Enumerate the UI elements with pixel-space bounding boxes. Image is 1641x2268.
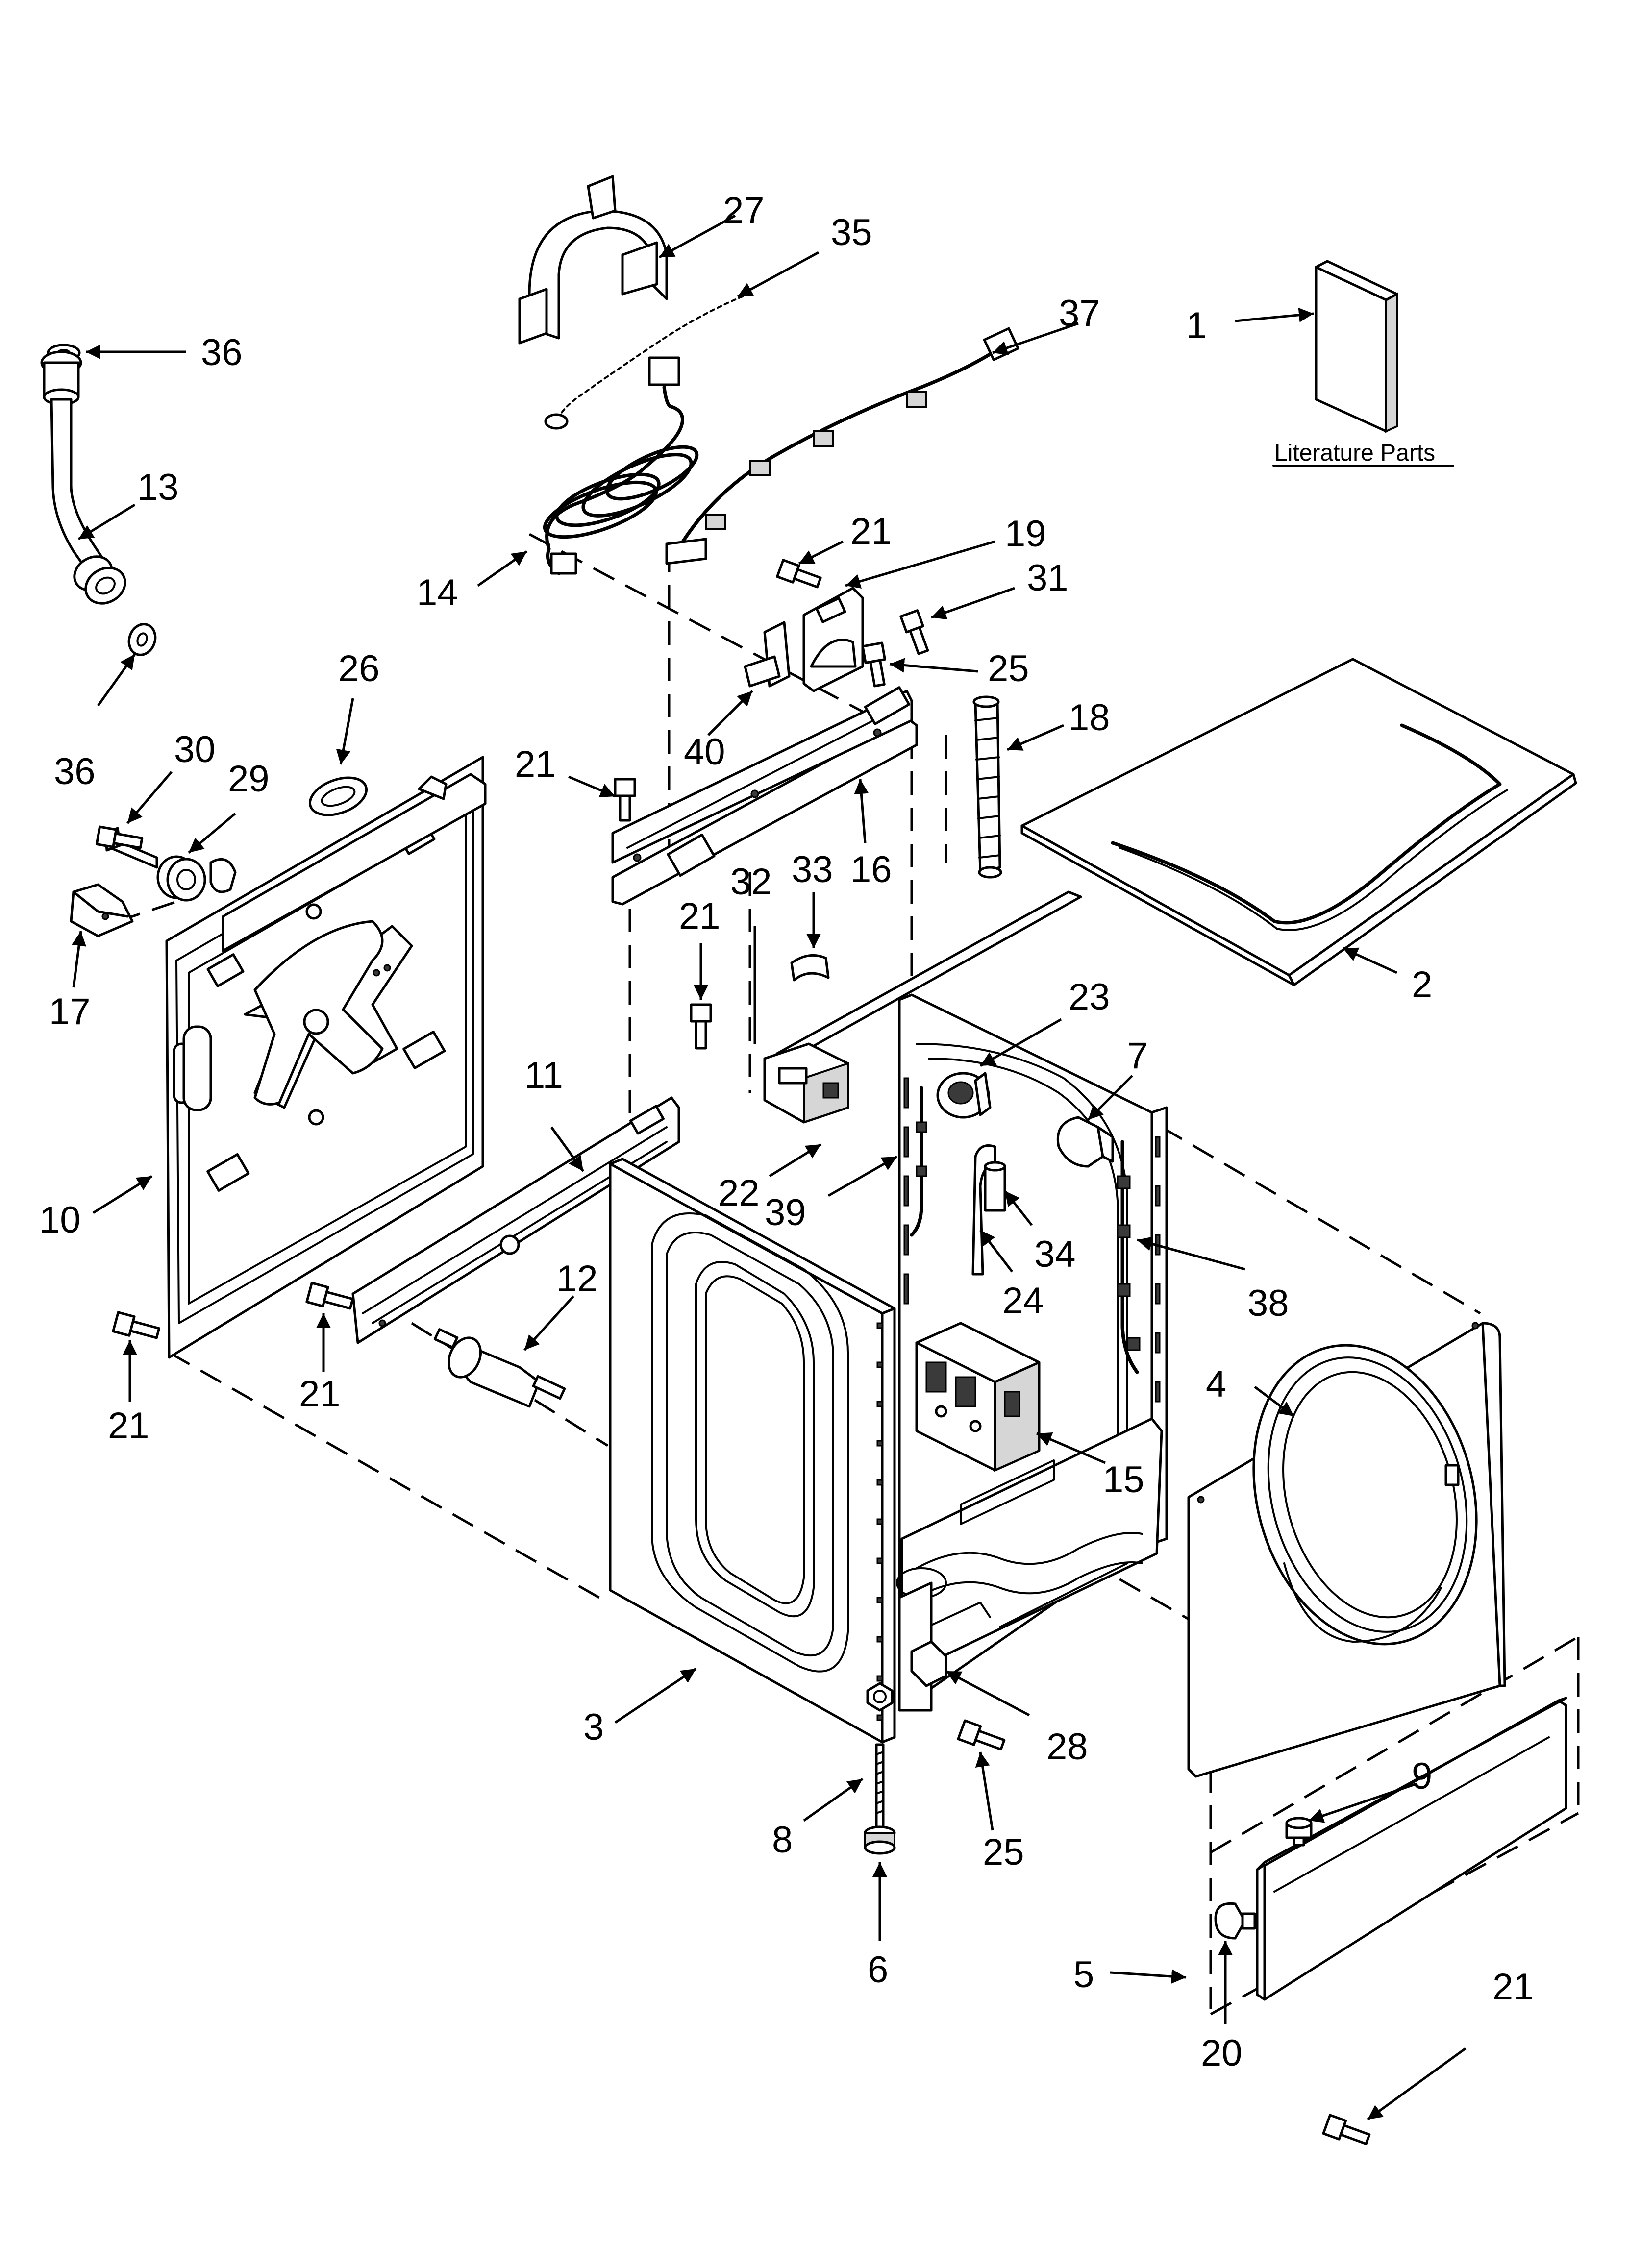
callout-36: 36 [54, 751, 96, 792]
callout-22: 22 [718, 1172, 760, 1214]
callout-20: 20 [1201, 2032, 1243, 2074]
callout-10: 10 [39, 1199, 81, 1241]
callout-1: 1 [1186, 305, 1207, 346]
callout-4: 4 [1206, 1363, 1226, 1405]
callout-leaders [72, 214, 1467, 2121]
front-panel-4 [1187, 1322, 1506, 1778]
bracket-40 [744, 621, 791, 688]
callout-32: 32 [730, 861, 772, 903]
callout-25: 25 [983, 1831, 1024, 1873]
callout-34: 34 [1034, 1233, 1076, 1275]
callout-28: 28 [1046, 1726, 1088, 1768]
latch-33 [790, 954, 830, 982]
callout-27: 27 [723, 190, 765, 231]
callout-21: 21 [679, 895, 721, 937]
callout-7: 7 [1127, 1035, 1148, 1077]
callout-17: 17 [49, 991, 91, 1033]
screws [95, 559, 1371, 2145]
callout-29: 29 [228, 758, 270, 800]
wire-harness-37 [665, 327, 1019, 565]
callout-25: 25 [988, 648, 1029, 690]
callout-39: 39 [765, 1192, 806, 1233]
cable-clamp-27 [518, 175, 668, 345]
clip-20 [1214, 1902, 1256, 1940]
callout-36: 36 [201, 332, 243, 373]
literature-label: Literature Parts [1274, 440, 1435, 466]
callout-12: 12 [556, 1258, 598, 1300]
callout-6: 6 [868, 1949, 888, 1991]
dispenser-actuator-22 [763, 1042, 849, 1124]
callout-15: 15 [1103, 1459, 1144, 1501]
drain-hose-18 [972, 695, 1002, 879]
inlet-hose-13 [40, 344, 157, 656]
callout-40: 40 [684, 731, 725, 773]
callout-21: 21 [1492, 1966, 1534, 2008]
callout-11: 11 [524, 1055, 563, 1096]
control-bracket-16 [611, 686, 918, 906]
callout-26: 26 [338, 648, 380, 690]
callout-37: 37 [1059, 293, 1100, 334]
bead-chain-35 [544, 296, 744, 430]
callout-labels: 27 35 36 37 1 13 36 14 21 19 31 25 18 26… [39, 190, 1534, 2074]
kick-panel-assembly-5 [1256, 1697, 1567, 2001]
callout-21: 21 [108, 1405, 149, 1447]
callout-33: 33 [792, 849, 833, 890]
side-rail-11 [351, 1096, 680, 1344]
clip-9 [1285, 1817, 1313, 1847]
callout-5: 5 [1073, 1954, 1094, 1996]
pressure-switch-23 [936, 1072, 992, 1119]
callout-2: 2 [1412, 964, 1432, 1006]
cabinet-side-panel-3 [609, 1158, 896, 1744]
callout-31: 31 [1027, 557, 1069, 599]
callout-38: 38 [1247, 1282, 1289, 1324]
callout-14: 14 [417, 572, 458, 614]
callout-21: 21 [299, 1373, 341, 1415]
leveling-leg [864, 1682, 896, 1855]
wire-harness-38 [1117, 1140, 1141, 1374]
hose-39 [910, 1086, 927, 1237]
power-cord-14 [543, 356, 699, 575]
callout-18: 18 [1069, 697, 1110, 739]
bracket-19 [802, 587, 864, 692]
cabinet-frame [896, 993, 1168, 1712]
callout-16: 16 [850, 849, 892, 890]
hose-clamp-7 [1056, 1116, 1114, 1168]
callout-21: 21 [850, 511, 892, 552]
control-board-15 [915, 1322, 1041, 1472]
callout-3: 3 [583, 1706, 604, 1748]
callout-21: 21 [515, 743, 556, 785]
top-panel-2 [1020, 658, 1577, 986]
tube-34 [984, 1161, 1006, 1212]
damper-12 [433, 1328, 566, 1408]
callout-19: 19 [1005, 513, 1046, 555]
callout-30: 30 [174, 729, 216, 770]
callout-35: 35 [831, 212, 872, 253]
callout-23: 23 [1069, 976, 1110, 1018]
literature-parts-booklet: Literature Parts [1272, 260, 1454, 467]
callout-8: 8 [772, 1819, 793, 1861]
callout-24: 24 [1002, 1280, 1044, 1322]
callout-9: 9 [1412, 1755, 1432, 1797]
callout-13: 13 [137, 467, 179, 508]
